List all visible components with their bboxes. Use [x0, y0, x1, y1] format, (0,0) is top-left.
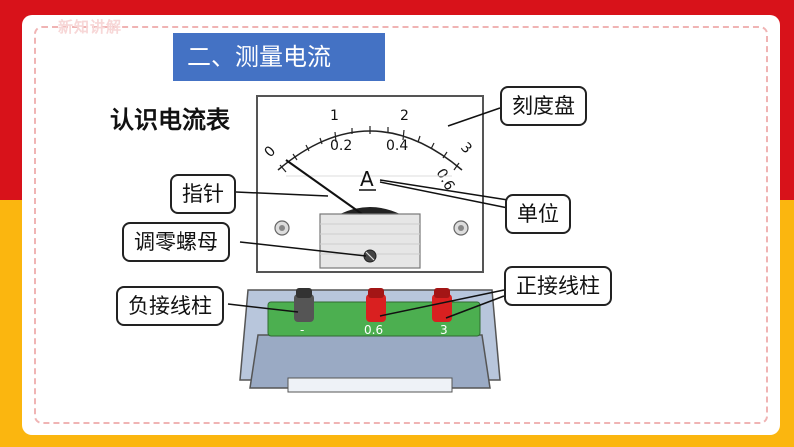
terminal-positive-3 [432, 288, 452, 322]
meter-foot [287, 377, 453, 393]
scale-ticks [279, 126, 460, 173]
scale-label-bottom-0-4: 0.4 [386, 138, 408, 154]
scale-label-top-2: 2 [400, 108, 409, 124]
terminal-label-0-6: 0.6 [364, 323, 383, 337]
unit-symbol: A [360, 167, 374, 191]
dashed-frame [34, 26, 768, 424]
dial-callout: 刻度盘 [500, 86, 587, 126]
terminal-label-3: 3 [440, 323, 448, 337]
leader-unit-b [379, 181, 509, 209]
unit-callout: 单位 [505, 194, 571, 234]
subtitle: 认识电流表 [110, 106, 230, 134]
section-title: 二、测量电流 [173, 33, 385, 81]
leader-positive-b [445, 295, 505, 319]
leader-pointer [235, 191, 329, 197]
terminal-label-negative: - [300, 323, 304, 337]
pointer-callout: 指针 [170, 174, 236, 214]
scale-label-top-1: 1 [330, 108, 339, 124]
positive-terminal-callout: 正接线柱 [504, 266, 612, 306]
terminal-positive-0-6 [366, 288, 386, 322]
corner-label: 新知讲解 [58, 18, 123, 36]
negative-terminal-callout: 负接线柱 [116, 286, 224, 326]
terminal-negative [294, 288, 314, 322]
leader-negative [227, 303, 299, 313]
scale-label-bottom-0-2: 0.2 [330, 138, 352, 154]
leader-zero-adjust [239, 241, 367, 257]
leader-unit-a [379, 179, 509, 201]
leader-positive-a [379, 289, 505, 317]
pointer-needle [285, 159, 363, 215]
zero-adjust-callout: 调零螺母 [122, 222, 230, 262]
leader-dial [447, 107, 501, 127]
